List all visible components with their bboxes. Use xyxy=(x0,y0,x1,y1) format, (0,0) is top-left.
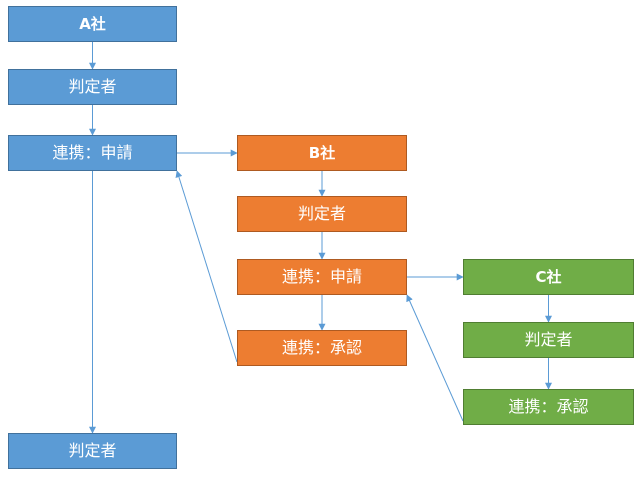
company-a-request-node: 連携：申請 xyxy=(8,135,177,171)
company-c-title-node: C社 xyxy=(463,259,634,295)
connector-c-approve-to-b-request xyxy=(406,294,464,422)
company-a-title-node: A社 xyxy=(8,6,177,42)
company-b-approve-node: 連携：承認 xyxy=(237,330,407,366)
company-c-judge-node: 判定者 xyxy=(463,322,634,358)
company-c-approve-node: 連携：承認 xyxy=(463,389,634,425)
company-b-judge-node: 判定者 xyxy=(237,196,407,232)
company-a-final-judge-node: 判定者 xyxy=(8,433,177,469)
company-b-title-node: B社 xyxy=(237,135,407,171)
connector-b-approve-to-a-request xyxy=(175,170,238,363)
company-a-judge-node: 判定者 xyxy=(8,69,177,105)
company-b-request-node: 連携：申請 xyxy=(237,259,407,295)
